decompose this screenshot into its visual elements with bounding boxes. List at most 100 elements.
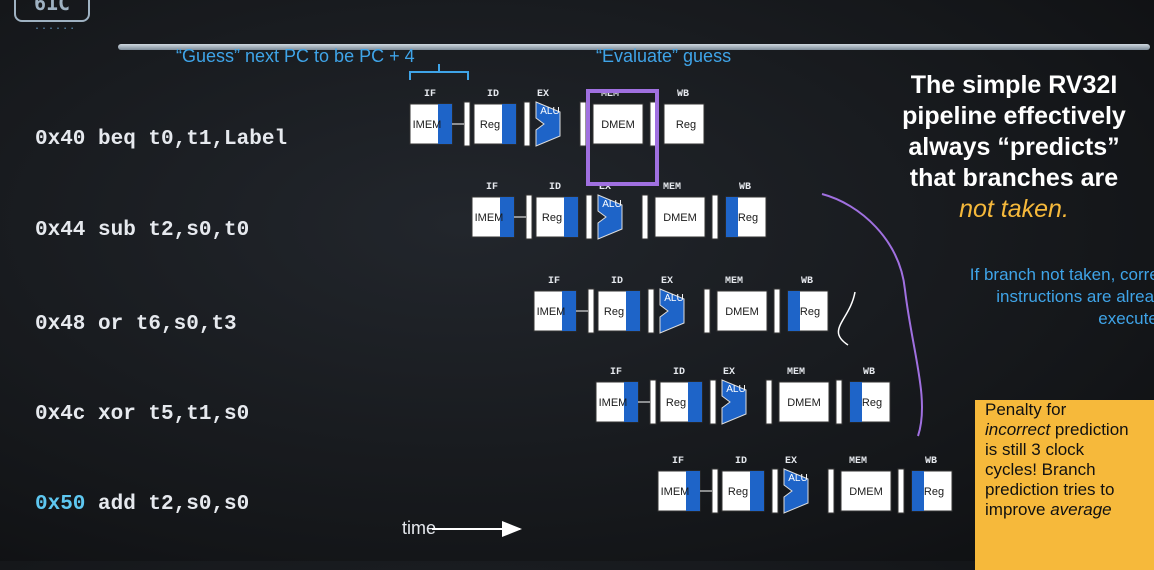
instruction-address: 0x4c	[35, 403, 86, 426]
wb-reg-fill	[912, 471, 924, 511]
stage-label: WB	[863, 367, 875, 378]
pipe-reg	[711, 468, 719, 514]
penalty-line: incorrect prediction	[985, 420, 1154, 440]
title-underline	[118, 44, 1150, 50]
instruction-row-1: 0x44 sub t2,s0,t0	[35, 219, 249, 242]
penalty-emphasis: incorrect	[985, 420, 1051, 439]
pipe-reg	[641, 194, 649, 240]
reg-label: Reg	[604, 306, 624, 318]
penalty-text: improve	[985, 500, 1051, 519]
instruction-row-3: 0x4c xor t5,t1,s0	[35, 403, 249, 426]
pipe-reg	[649, 379, 657, 425]
correct-note-line: instructions are already	[996, 287, 1154, 306]
wb-reg-fill	[788, 291, 800, 331]
imem-fill	[500, 197, 514, 237]
stage-label: EX	[537, 89, 549, 100]
pipe-reg	[579, 101, 587, 147]
imem-label: IMEM	[599, 397, 628, 409]
pipe-reg	[771, 468, 779, 514]
alu-shape	[721, 379, 747, 425]
pipe-reg	[773, 288, 781, 334]
pipe-reg	[827, 468, 835, 514]
penalty-line: Penalty for	[985, 400, 1067, 419]
alu-label: ALU	[664, 293, 683, 304]
reg-fill	[502, 104, 516, 144]
correct-note-line: executed.	[1098, 309, 1154, 328]
penalty-emphasis: average	[1050, 500, 1112, 519]
instruction-row-4: 0x50 add t2,s0,s0	[35, 493, 249, 516]
statement-line: The simple RV32I	[910, 71, 1118, 99]
instruction-address: 0x40	[35, 128, 86, 151]
imem-fill	[562, 291, 576, 331]
alu-shape	[597, 194, 623, 240]
alu-shape	[783, 468, 809, 514]
pipe-reg	[585, 194, 593, 240]
stage-label: MEM	[787, 367, 805, 378]
curly-brace	[821, 193, 924, 437]
stage-label: WB	[677, 89, 689, 100]
penalty-line: cycles! Branch	[985, 460, 1096, 479]
wb-reg-label: Reg	[924, 486, 944, 498]
alu-shape	[535, 101, 561, 147]
reg-fill	[564, 197, 578, 237]
course-logo: 61C	[14, 0, 90, 22]
instruction-text: beq t0,t1,Label	[85, 128, 288, 151]
alu-label: ALU	[540, 106, 559, 117]
stage-label: IF	[486, 182, 498, 193]
alu-label: ALU	[788, 473, 807, 484]
dmem-label: DMEM	[601, 119, 635, 131]
statement-emphasis: not taken.	[959, 195, 1069, 223]
imem-fill	[438, 104, 452, 144]
reg-label: Reg	[728, 486, 748, 498]
stage-label: ID	[549, 182, 561, 193]
stage-label: EX	[785, 456, 797, 467]
correct-note: If branch not taken, correct instruction…	[872, 264, 1154, 330]
alu-shape	[659, 288, 685, 334]
reg-fill	[750, 471, 764, 511]
main-statement: The simple RV32I pipeline effectively al…	[844, 70, 1154, 225]
stage-label: WB	[925, 456, 937, 467]
pipe-reg	[711, 194, 719, 240]
stage-label: EX	[723, 367, 735, 378]
reg-fill	[688, 382, 702, 422]
dmem-box	[654, 196, 706, 238]
pipe-reg	[709, 379, 717, 425]
alu-label: ALU	[602, 199, 621, 210]
imem-label: IMEM	[661, 486, 690, 498]
mem-highlight-box	[586, 89, 659, 186]
pipe-reg	[765, 379, 773, 425]
dmem-box	[592, 103, 644, 145]
instruction-address: 0x44	[35, 219, 86, 242]
imem-fill	[686, 471, 700, 511]
logo-dots: ......	[34, 21, 77, 32]
statement-line: pipeline effectively	[902, 102, 1126, 130]
wb-reg-label: Reg	[738, 212, 758, 224]
wb-reg-label: Reg	[800, 306, 820, 318]
pipe-reg	[703, 288, 711, 334]
pipe-reg	[463, 101, 471, 147]
stage-label: IF	[672, 456, 684, 467]
stage-label: EX	[599, 182, 611, 193]
penalty-line: is still 3 clock	[985, 440, 1085, 459]
reg-label: Reg	[542, 212, 562, 224]
statement-line: always “predicts”	[908, 133, 1120, 161]
pipe-reg	[897, 468, 905, 514]
stage-label: MEM	[601, 89, 619, 100]
pipe-reg	[835, 379, 843, 425]
stage-label: ID	[735, 456, 747, 467]
imem-label: IMEM	[475, 212, 504, 224]
stage-label: ID	[487, 89, 499, 100]
alu-label: ALU	[726, 384, 745, 395]
penalty-text: prediction	[1050, 420, 1129, 439]
guess-note: “Guess” next PC to be PC + 4	[176, 46, 415, 66]
instruction-address: 0x50	[35, 493, 86, 516]
correct-note-line: If branch not taken, correct	[969, 265, 1154, 284]
penalty-line: improve average	[985, 500, 1154, 520]
pipe-reg	[525, 194, 533, 240]
instruction-address: 0x48	[35, 313, 86, 336]
stage-label: MEM	[663, 182, 681, 193]
